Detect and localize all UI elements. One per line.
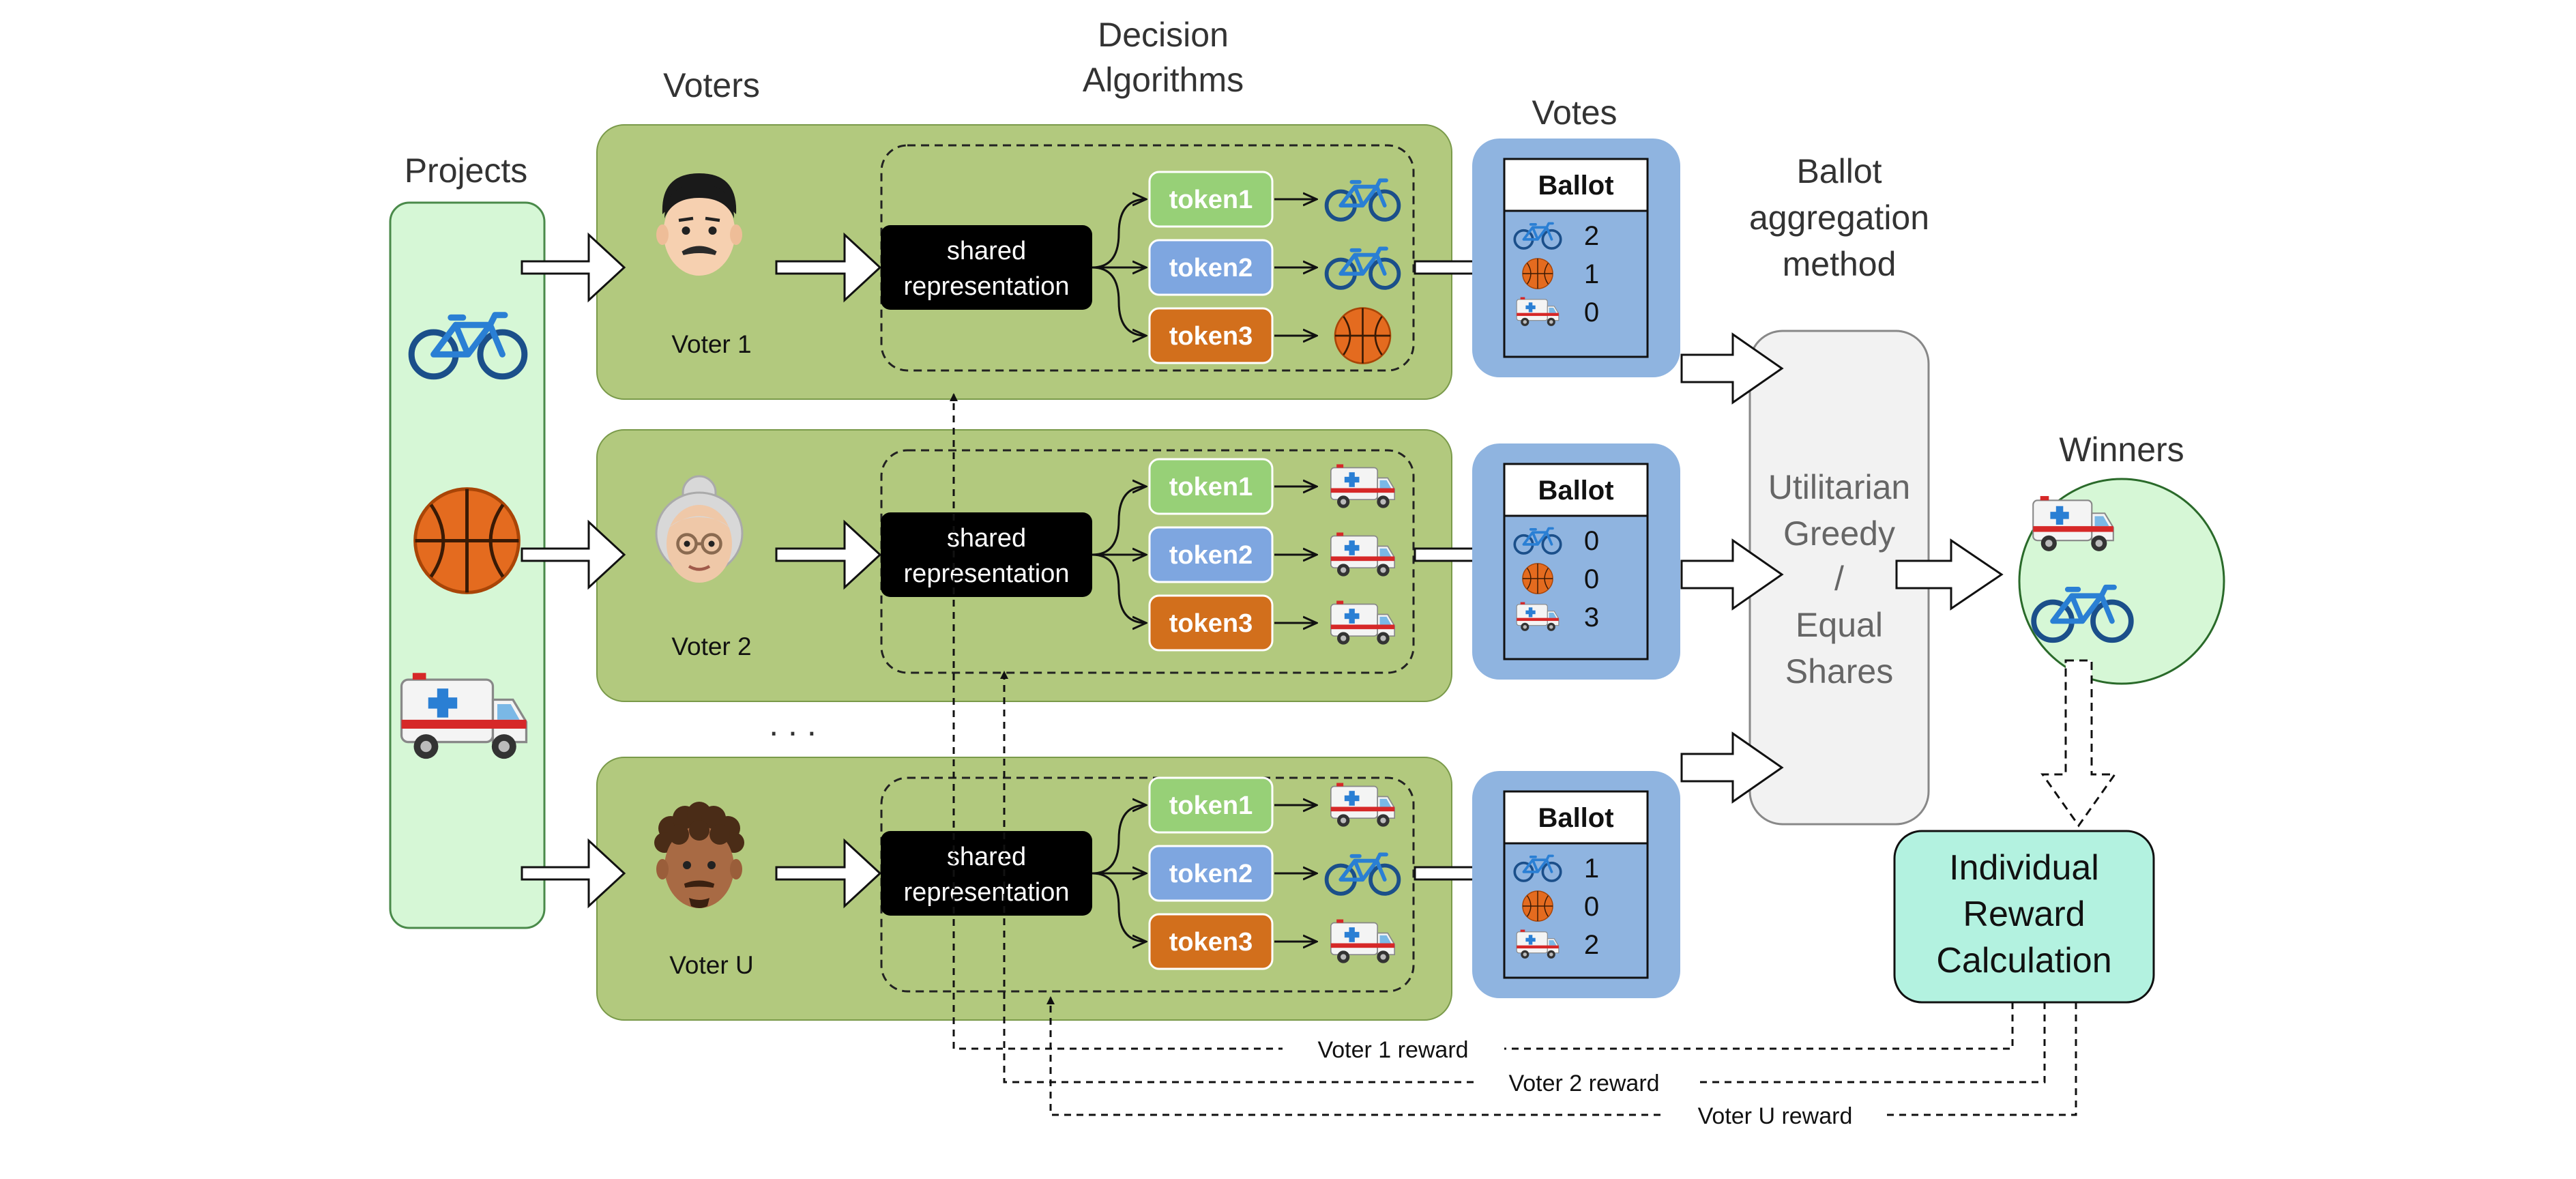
arrow-winners-to-reward (2040, 659, 2117, 828)
shared-representation-box (881, 225, 1092, 310)
ballot-count: 0 (1584, 526, 1599, 556)
voter-2-reward-line (1000, 671, 2046, 1083)
decision-algorithms-label-line2: Algorithms (1083, 61, 1244, 99)
arrow-project-to-voter (521, 519, 626, 590)
token-2-box (1148, 239, 1274, 296)
token-branch-arrow (1092, 199, 1146, 269)
token-branch-arrow (1092, 872, 1146, 942)
ballot-aggregation-label-line3: method (1783, 245, 1897, 283)
ballot-count: 1 (1584, 259, 1599, 289)
arrow-to-winners (1895, 538, 2004, 611)
ballot-header (1503, 463, 1649, 517)
ellipsis-label: . . . (769, 705, 816, 743)
voter-2-reward-label: Voter 2 reward (1508, 1071, 1659, 1096)
ballot-count: 2 (1584, 930, 1599, 960)
aggregation-line5: Shares (1785, 652, 1893, 690)
token-2-label: token2 (1169, 860, 1253, 888)
ballot-header (1503, 158, 1649, 212)
token-3-label: token3 (1169, 322, 1253, 351)
arrow-to-aggregation-1 (1680, 332, 1784, 405)
token-3-label: token3 (1169, 609, 1253, 638)
arrow-voter-to-algorithm (775, 232, 882, 303)
token-1-label: token1 (1169, 473, 1253, 501)
token-3-box (1148, 307, 1274, 364)
aggregation-line3: / (1834, 559, 1844, 598)
shared-representation-line2: representation (904, 878, 1070, 907)
ballot-count: 0 (1584, 297, 1599, 328)
shared-representation-line1: shared (947, 237, 1026, 265)
arrow-to-aggregation-3 (1680, 731, 1784, 804)
ballot-aggregation-label-line1: Ballot (1796, 152, 1882, 190)
token-branch-arrow (1092, 805, 1146, 875)
shared-representation-box (881, 512, 1092, 597)
ballot-header (1503, 790, 1649, 845)
ballot-aggregation-label-line2: aggregation (1749, 199, 1929, 237)
arrow-project-to-voter (521, 838, 626, 909)
token-2-label: token2 (1169, 541, 1253, 570)
ballot-basketball-icon (1522, 890, 1553, 922)
shared-representation-line2: representation (904, 272, 1070, 301)
basketball-icon (1334, 307, 1392, 364)
ballot-title: Ballot (1538, 476, 1613, 506)
voters-label: Voters (663, 66, 760, 104)
ballot-count: 3 (1584, 602, 1599, 632)
token-2-box (1148, 526, 1274, 583)
reward-line1: Individual (1949, 848, 2099, 888)
voter-label: Voter 1 (671, 330, 751, 358)
reward-calculation-box (1893, 830, 2155, 1004)
token-3-box (1148, 594, 1274, 652)
voter-1-reward-label: Voter 1 reward (1317, 1037, 1468, 1063)
ballot-count: 0 (1584, 564, 1599, 594)
voter-row-2: Voter 2 shared representation token1 token2 t… (521, 429, 1680, 702)
token-1-box (1148, 171, 1274, 228)
token-1-label: token1 (1169, 186, 1253, 214)
token-branch-arrow (1092, 553, 1146, 623)
token-1-box (1148, 776, 1274, 834)
arrow-project-to-voter (521, 232, 626, 303)
aggregation-line1: Utilitarian (1768, 468, 1910, 506)
token-3-box (1148, 913, 1274, 970)
aggregation-line4: Equal (1796, 606, 1883, 644)
shared-representation-line1: shared (947, 843, 1026, 871)
voter-label: Voter 2 (671, 632, 751, 660)
token-branch-arrow (1092, 486, 1146, 556)
decision-algorithms-label-line1: Decision (1098, 16, 1229, 54)
voter-row-1: Voter 1 shared representation token1 token2 t… (521, 124, 1680, 400)
ballot-count: 1 (1584, 854, 1599, 884)
token-1-label: token1 (1169, 791, 1253, 820)
ballot-count: 2 (1584, 221, 1599, 251)
arrow-voter-to-algorithm (775, 838, 882, 909)
ballot-count: 0 (1584, 892, 1599, 922)
aggregation-line2: Greedy (1783, 514, 1895, 553)
shared-representation-box (881, 831, 1092, 916)
project-basketball-icon (415, 489, 519, 593)
token-3-label: token3 (1169, 928, 1253, 957)
shared-representation-line1: shared (947, 524, 1026, 553)
ballot-basketball-icon (1522, 563, 1553, 594)
arrow-to-aggregation-2 (1680, 538, 1784, 611)
projects-label: Projects (405, 151, 528, 190)
token-2-box (1148, 845, 1274, 902)
shared-representation-line2: representation (904, 559, 1070, 588)
arrow-voter-to-algorithm (775, 519, 882, 590)
voter-u-reward-label: Voter U reward (1698, 1103, 1853, 1129)
voter-label: Voter U (669, 951, 753, 979)
voter-row-3: Voter U shared representation token1 token2 t… (521, 757, 1680, 1021)
voter-u-reward-line (1046, 996, 2077, 1116)
reward-line2: Reward (1963, 894, 2085, 934)
token-1-box (1148, 458, 1274, 515)
ballot-basketball-icon (1522, 258, 1553, 289)
winners-label: Winners (2059, 431, 2184, 469)
ballot-title: Ballot (1538, 171, 1613, 201)
token-branch-arrow (1092, 266, 1146, 336)
token-2-label: token2 (1169, 254, 1253, 282)
reward-line3: Calculation (1936, 941, 2111, 980)
ballot-title: Ballot (1538, 803, 1613, 833)
votes-label: Votes (1532, 93, 1617, 132)
